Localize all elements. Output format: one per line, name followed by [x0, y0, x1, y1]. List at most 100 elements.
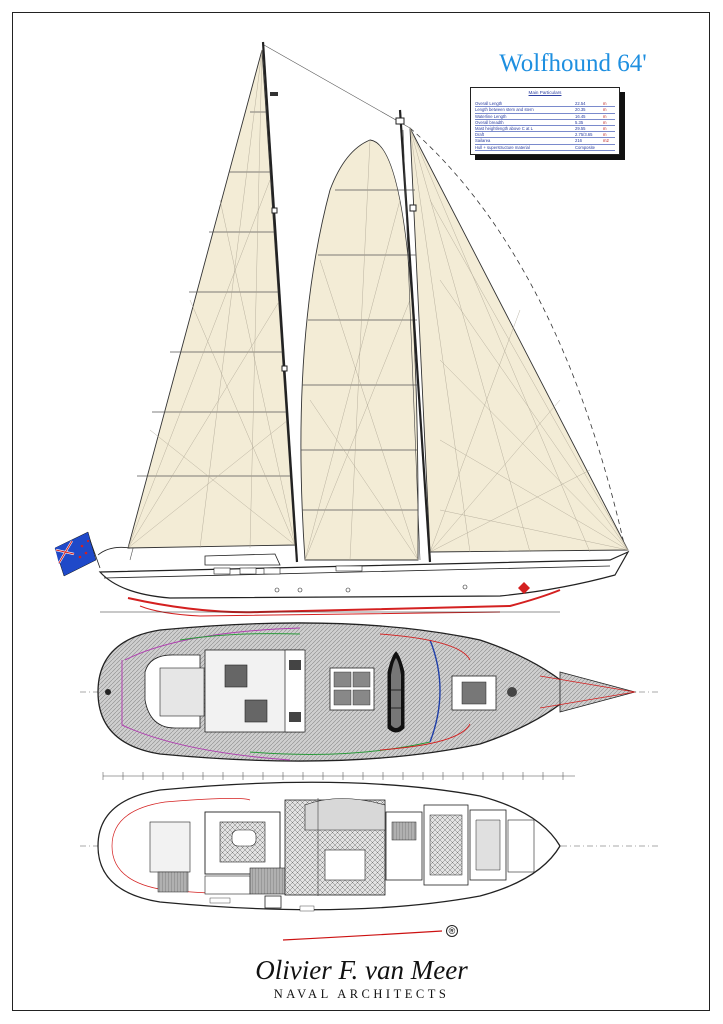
spec-unit [603, 145, 615, 150]
spec-label: Sailarea [475, 138, 491, 144]
spreader-fitting-fore [409, 204, 417, 212]
jib-seams [409, 127, 629, 553]
cockpit-seating [159, 667, 205, 717]
portlight [239, 567, 257, 575]
anchor-icon [518, 582, 530, 594]
deckhouse-profile [204, 553, 281, 566]
anchor-winch [507, 687, 517, 697]
accommodation-plan [80, 781, 660, 912]
skylight-pane [352, 689, 371, 706]
spec-label: Mast heightlength above C at L [475, 126, 533, 132]
dinghy-icon [387, 651, 405, 733]
generator [264, 895, 282, 909]
drawing-title: Wolfhound 64' [499, 50, 647, 77]
main-particulars-heading: Main Particulars [528, 90, 562, 95]
label-box [299, 905, 315, 912]
hatch [289, 660, 301, 670]
spec-label: Hull + superstructure material [475, 144, 530, 150]
deck-track-blue [429, 639, 441, 743]
bath [231, 829, 257, 847]
spec-unit: m [603, 119, 607, 125]
label-box [209, 897, 231, 904]
sheer-line [103, 565, 611, 579]
steering-pedestal [224, 664, 248, 688]
aft-cabin-stairs [157, 871, 189, 893]
waterline-red [139, 605, 501, 617]
aft-cabin-berth [149, 821, 191, 873]
engine-room [204, 875, 251, 895]
doghouse-aft [284, 649, 306, 733]
spec-label: Overall breadth [475, 119, 504, 125]
spec-row: Mast heightlength above C at L 29.55 m [475, 126, 615, 133]
spec-row: Waterline Length 16.45 m [475, 114, 615, 120]
spec-row: Overall Length 22.54 m [475, 101, 615, 108]
spec-unit: m [603, 113, 607, 119]
firm-name: Olivier F. van Meer [255, 955, 468, 985]
saloon-table [324, 849, 366, 881]
portlight [263, 567, 281, 575]
hull-profile [98, 550, 630, 599]
spec-value: 29.55 [575, 126, 586, 132]
scale-bar [102, 772, 575, 780]
guardrail-magenta [121, 660, 291, 761]
spec-unit: m [603, 107, 607, 113]
spec-row: Overall breadth 5.35 m [475, 119, 615, 127]
portlight [213, 567, 231, 575]
spec-value: 5.35 [575, 119, 584, 125]
porthole [462, 584, 468, 590]
mainsail [127, 49, 296, 549]
spec-value: 216 [575, 138, 582, 144]
mast-fitting [270, 92, 278, 96]
foresail-seams [304, 139, 419, 561]
galley-counter [391, 821, 417, 841]
main-mast [261, 41, 299, 563]
spec-label: Waterline Length [475, 113, 507, 119]
forward-hatch [451, 675, 497, 711]
spec-label: Draft [475, 132, 485, 138]
skylight-pane [333, 689, 352, 706]
forestay-dashed [409, 127, 626, 549]
cockpit-table [244, 699, 268, 723]
portlight [335, 565, 363, 572]
porthole [274, 587, 280, 593]
spec-unit: m [603, 101, 607, 107]
spec-label: Length between stem and stern [475, 107, 534, 113]
skylight-pane [352, 671, 371, 688]
bowsprit-stay-red [539, 675, 636, 709]
spec-value: 22.54 [575, 101, 586, 107]
foresail-panels [301, 189, 418, 511]
spec-unit: m2 [603, 138, 609, 144]
stern-pulpit [97, 546, 131, 556]
sole-line-red [111, 798, 251, 847]
mainsail-seams [127, 49, 296, 549]
signature-line [282, 930, 443, 941]
registered-mark: ® [446, 925, 458, 937]
spec-value: 2.75/3.65 [575, 132, 593, 138]
porthole [345, 587, 351, 593]
firm-subtitle: NAVAL ARCHITECTS [273, 987, 450, 1001]
spec-label: Overall Length [475, 101, 503, 107]
jackline-green [249, 741, 431, 755]
shroud [402, 129, 421, 561]
spreader-fitting [271, 207, 278, 214]
spec-value: 16.45 [575, 113, 586, 119]
hatch [289, 712, 301, 722]
guest-berth [429, 814, 463, 876]
windlass [461, 681, 487, 705]
sail-plan [97, 41, 630, 617]
chain-locker [507, 819, 535, 873]
saloon-settee [304, 798, 386, 831]
new-zealand-flag-icon [54, 531, 101, 577]
jackline-green [179, 633, 301, 641]
bowsprit-net [559, 671, 637, 713]
spec-unit: m [603, 126, 607, 132]
rail-red [379, 633, 471, 661]
foresail-reacher [300, 139, 419, 561]
porthole [297, 587, 303, 593]
